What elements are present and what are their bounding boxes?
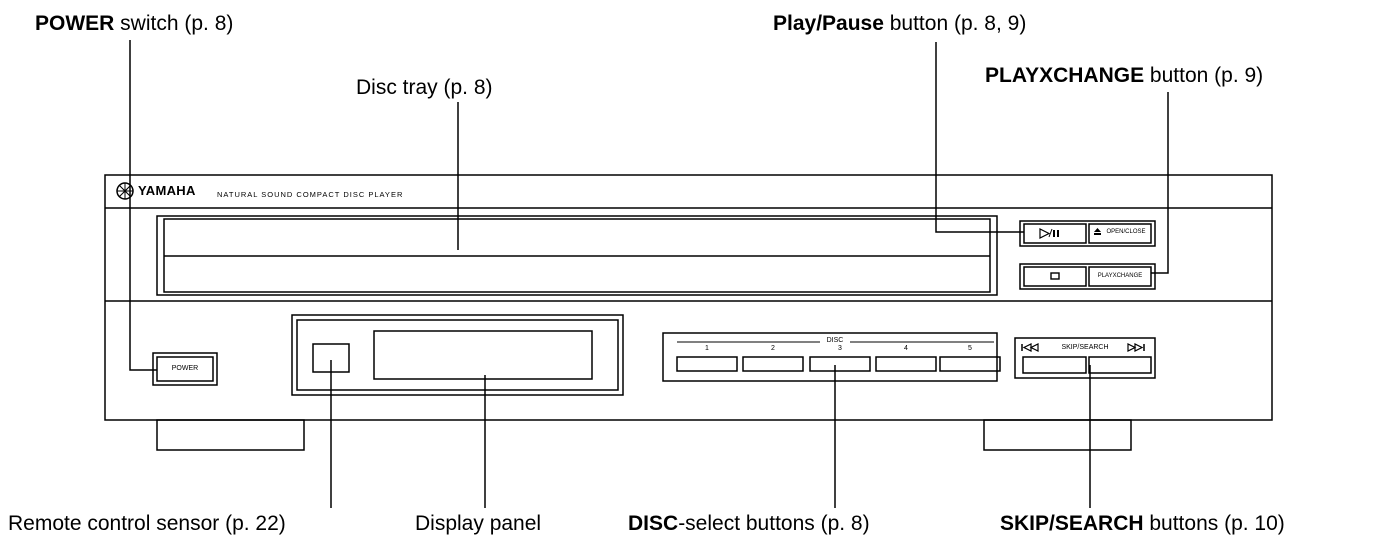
- stop-button: [1023, 266, 1087, 287]
- disc-number-5: 5: [968, 345, 972, 352]
- leader-playxchange: [1151, 92, 1169, 274]
- player-body: [104, 174, 1273, 421]
- skip-forward-icon: [1127, 343, 1145, 352]
- callout-remote-sensor: Remote control sensor (p. 22): [8, 512, 286, 535]
- open-close-label[interactable]: OPEN/CLOSE: [1106, 229, 1146, 235]
- eject-icon: [1094, 228, 1101, 235]
- skip-search-group: [1014, 337, 1156, 379]
- disc-number-1: 1: [705, 345, 709, 352]
- lower-button-frame: [1019, 263, 1156, 290]
- stop-icon: [1050, 272, 1060, 280]
- brand-logo-text: YAMAHA: [138, 183, 196, 198]
- callout-skip-search: SKIP/SEARCH buttons (p. 10): [1000, 512, 1285, 535]
- play-pause-icon: [1039, 228, 1059, 239]
- left-foot: [156, 419, 305, 451]
- right-foot: [983, 419, 1132, 451]
- open-close-button: [1088, 223, 1152, 244]
- power-button-label[interactable]: POWER: [171, 365, 199, 372]
- play-pause-button: [1023, 223, 1087, 244]
- model-text: NATURAL SOUND COMPACT DISC PLAYER: [217, 190, 404, 199]
- yamaha-logo-icon: [116, 182, 134, 200]
- disc-number-4: 4: [904, 345, 908, 352]
- top-button-frame: [1019, 220, 1156, 247]
- disc-button-1: [676, 356, 738, 372]
- callout-disc-tray: Disc tray (p. 8): [356, 76, 493, 99]
- display-inner: [296, 319, 619, 391]
- leader-play-pause: [935, 42, 1024, 233]
- skip-search-label: SKIP/SEARCH: [1061, 344, 1109, 351]
- skip-back-icon: [1021, 343, 1039, 352]
- disc-group-label: DISC: [820, 337, 850, 344]
- power-frame: [152, 352, 218, 386]
- playxchange-button: [1088, 266, 1152, 287]
- disc-number-3: 3: [838, 345, 842, 352]
- disc-button-4: [875, 356, 937, 372]
- disc-number-2: 2: [771, 345, 775, 352]
- disc-tray-outer: [156, 215, 998, 296]
- disc-button-5: [939, 356, 1001, 372]
- callout-power-switch: POWER switch (p. 8): [35, 12, 234, 35]
- callout-playxchange: PLAYXCHANGE button (p. 9): [985, 64, 1264, 87]
- display-panel-window: [373, 330, 593, 380]
- callout-display-panel: Display panel: [415, 512, 542, 535]
- disc-button-3: [809, 356, 871, 372]
- leader-power: [129, 40, 157, 371]
- playxchange-label[interactable]: PLAYXCHANGE: [1097, 273, 1143, 279]
- callout-disc-select: DISC-select buttons (p. 8): [628, 512, 870, 535]
- callout-play-pause: Play/Pause button (p. 8, 9): [773, 12, 1027, 35]
- skip-back-button: [1022, 356, 1087, 374]
- skip-forward-button: [1088, 356, 1152, 374]
- disc-button-2: [742, 356, 804, 372]
- power-button: [156, 356, 214, 382]
- display-outer: [291, 314, 624, 396]
